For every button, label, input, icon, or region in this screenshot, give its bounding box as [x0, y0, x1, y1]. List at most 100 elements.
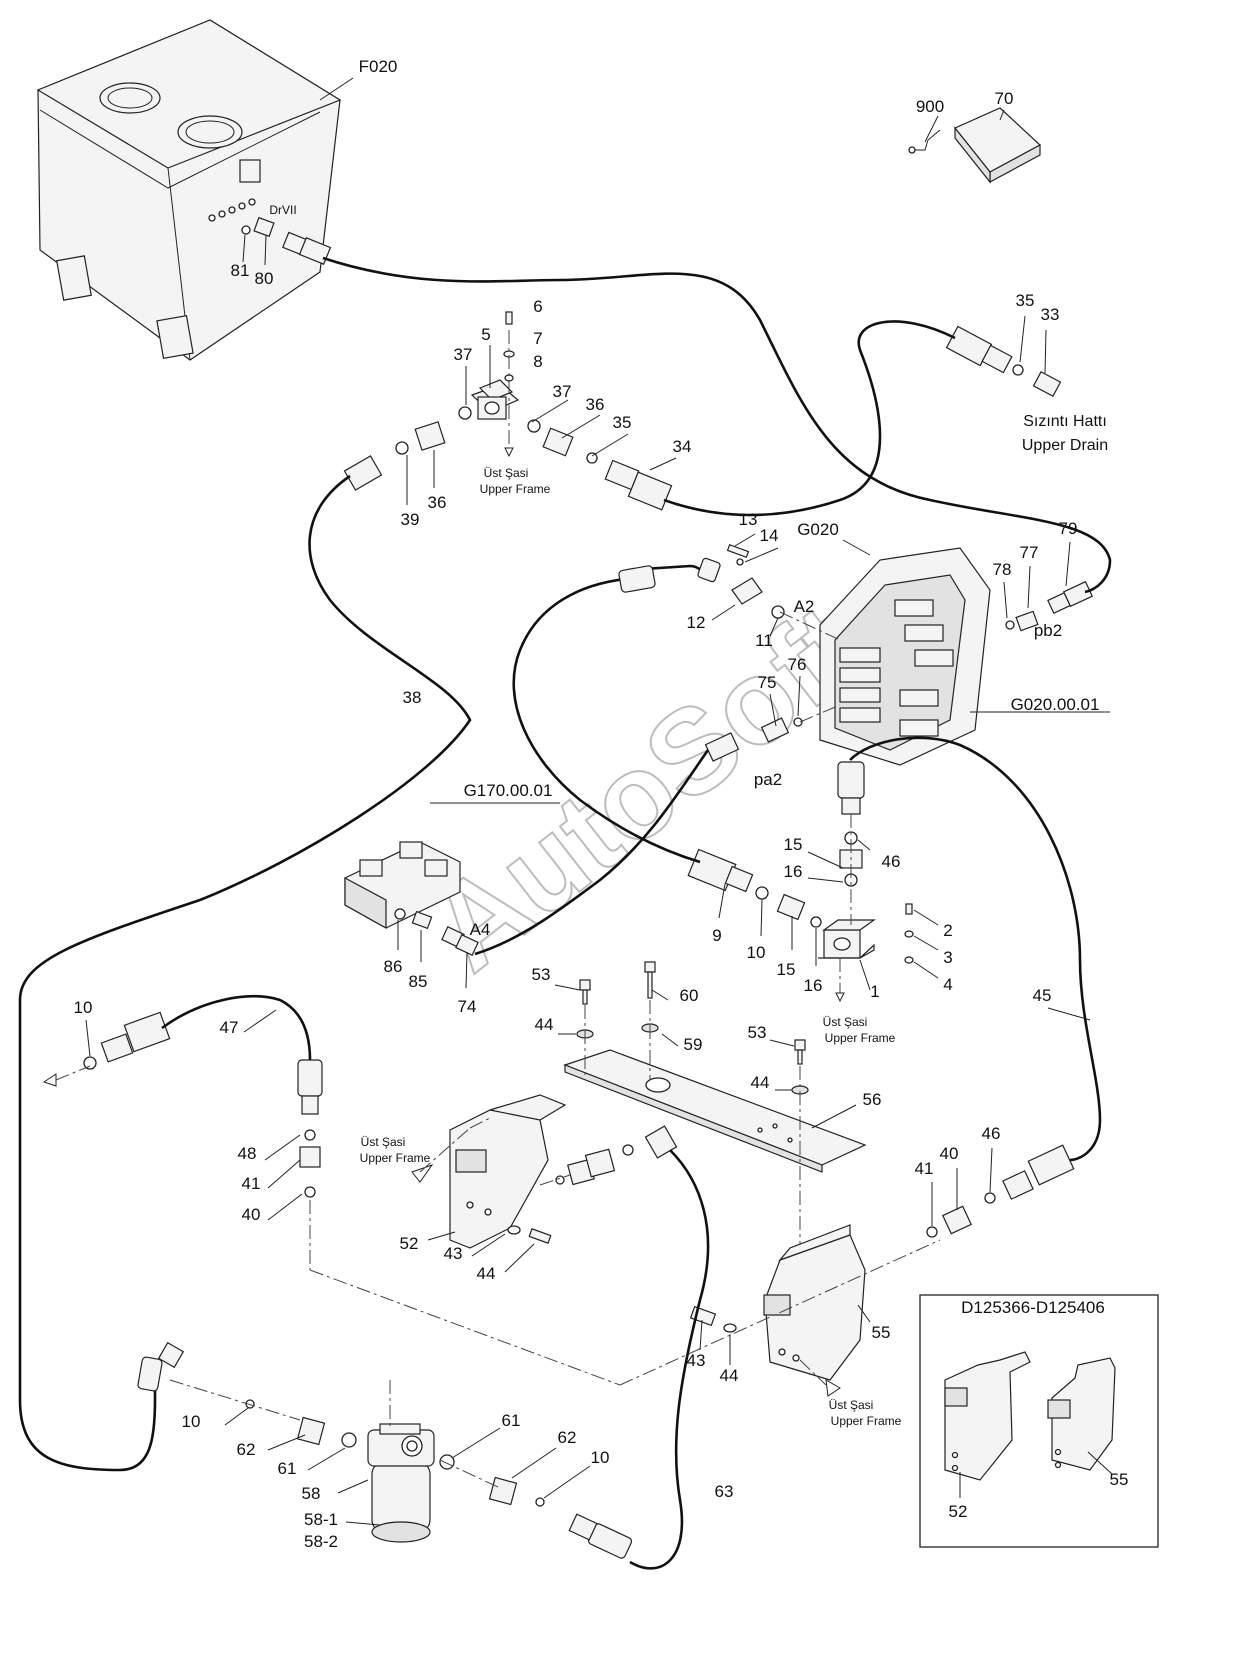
tank-drain-fittings — [241, 216, 332, 266]
callout-label: 10 — [182, 1412, 201, 1431]
fittings-45 — [539, 1007, 1091, 1238]
callout-label: 55 — [872, 1323, 891, 1342]
pedal-70 — [908, 107, 1042, 184]
callout-label: Üst Şasi — [361, 1135, 406, 1149]
callout-label: A4 — [470, 920, 491, 939]
callout-label: 16 — [784, 862, 803, 881]
callout-label: 81 — [231, 261, 250, 280]
callout-label: 44 — [751, 1073, 770, 1092]
callout-label: Upper Frame — [831, 1414, 902, 1428]
callout-label: 10 — [747, 943, 766, 962]
callout-label: 14 — [760, 526, 779, 545]
callout-label: 36 — [586, 395, 605, 414]
callout-label: 1 — [870, 982, 879, 1001]
callout-label: 53 — [532, 965, 551, 984]
bracket-plate-56 — [554, 961, 867, 1250]
callout-label: 46 — [882, 852, 901, 871]
callout-label: 11 — [755, 631, 773, 650]
inset-bracket-55 — [1047, 1357, 1116, 1475]
callout-label: 41 — [242, 1174, 261, 1193]
callout-label: D125366-D125406 — [961, 1298, 1105, 1317]
callout-label: 16 — [804, 976, 823, 995]
hose-ends — [137, 557, 721, 1559]
callout-label: 85 — [409, 972, 428, 991]
callout-label: 58 — [302, 1484, 321, 1503]
callout-label: 79 — [1059, 519, 1078, 538]
inset-bracket-52 — [944, 1351, 1031, 1498]
callout-label: 35 — [1016, 291, 1035, 310]
callout-label: 44 — [720, 1366, 739, 1385]
callout-label: 2 — [943, 921, 952, 940]
callout-label: A2 — [794, 597, 815, 616]
valve-g170 — [344, 802, 560, 989]
callout-label: 900 — [916, 97, 944, 116]
callout-label: 52 — [949, 1502, 968, 1521]
callout-label: 75 — [758, 673, 777, 692]
callout-label: 78 — [993, 560, 1012, 579]
callout-label: 8 — [533, 352, 542, 371]
valve-block-5 — [343, 311, 677, 511]
callout-label: 13 — [739, 510, 758, 529]
bracket-55 — [689, 1224, 871, 1397]
callout-label: 63 — [715, 1482, 734, 1501]
callout-label: Upper Drain — [1022, 437, 1108, 454]
callout-label: 35 — [613, 413, 632, 432]
drain-fittings — [945, 315, 1062, 398]
callout-label: Üst Şasi — [829, 1398, 874, 1412]
callout-label: 15 — [784, 835, 803, 854]
callout-label: 61 — [502, 1411, 521, 1430]
callout-label: 45 — [1033, 986, 1052, 1005]
callout-label: 59 — [684, 1035, 703, 1054]
callout-label: Üst Şasi — [823, 1015, 868, 1029]
callout-label: 9 — [712, 926, 721, 945]
callout-label: 5 — [481, 325, 490, 344]
callout-label: Sızıntı Hattı — [1023, 413, 1107, 430]
callout-label: 34 — [673, 437, 692, 456]
callout-label: 6 — [533, 297, 542, 316]
valve-block-1 — [687, 761, 939, 1003]
callout-label: 10 — [74, 998, 93, 1017]
callout-label: 58-1 — [304, 1510, 338, 1529]
callout-label: DrVII — [269, 203, 296, 217]
callout-label: 86 — [384, 957, 403, 976]
callout-label: 74 — [458, 997, 477, 1016]
callout-label: Upper Frame — [825, 1031, 896, 1045]
callout-label: 61 — [278, 1459, 297, 1478]
callout-label: 12 — [687, 613, 706, 632]
callout-label: 70 — [995, 89, 1014, 108]
callout-label: 47 — [220, 1018, 239, 1037]
callout-label: 7 — [533, 329, 542, 348]
callout-label: Upper Frame — [360, 1151, 431, 1165]
callout-label: 46 — [982, 1124, 1001, 1143]
callout-label: 56 — [863, 1090, 882, 1109]
callout-label: 15 — [777, 960, 796, 979]
callout-label: 58-2 — [304, 1532, 338, 1551]
callout-label: 38 — [403, 688, 422, 707]
inset-box — [919, 1294, 1159, 1548]
callout-label: 77 — [1020, 543, 1039, 562]
callout-label: Upper Frame — [480, 482, 551, 496]
callout-label: 41 — [915, 1159, 934, 1178]
callout-label: 10 — [591, 1448, 610, 1467]
callout-label: 76 — [788, 655, 807, 674]
fittings-47 — [42, 1009, 941, 1386]
callout-label: 44 — [477, 1264, 496, 1283]
filter-58 — [169, 1379, 591, 1543]
callout-label: pb2 — [1034, 621, 1062, 640]
callout-label: G020 — [797, 520, 839, 539]
hydraulic-tank-f020 — [36, 19, 354, 361]
callout-label: F020 — [359, 57, 398, 76]
callout-label: 52 — [400, 1234, 419, 1253]
callout-label: Üst Şasi — [484, 466, 529, 480]
callout-label: 4 — [943, 975, 952, 994]
callout-label: 3 — [943, 948, 952, 967]
callout-label: 80 — [255, 269, 274, 288]
callout-label: pa2 — [754, 770, 782, 789]
callout-label: 39 — [401, 510, 420, 529]
callout-label: 40 — [242, 1205, 261, 1224]
callout-label: G170.00.01 — [464, 781, 553, 800]
callout-label: 43 — [444, 1244, 463, 1263]
bracket-52 — [411, 1094, 567, 1273]
